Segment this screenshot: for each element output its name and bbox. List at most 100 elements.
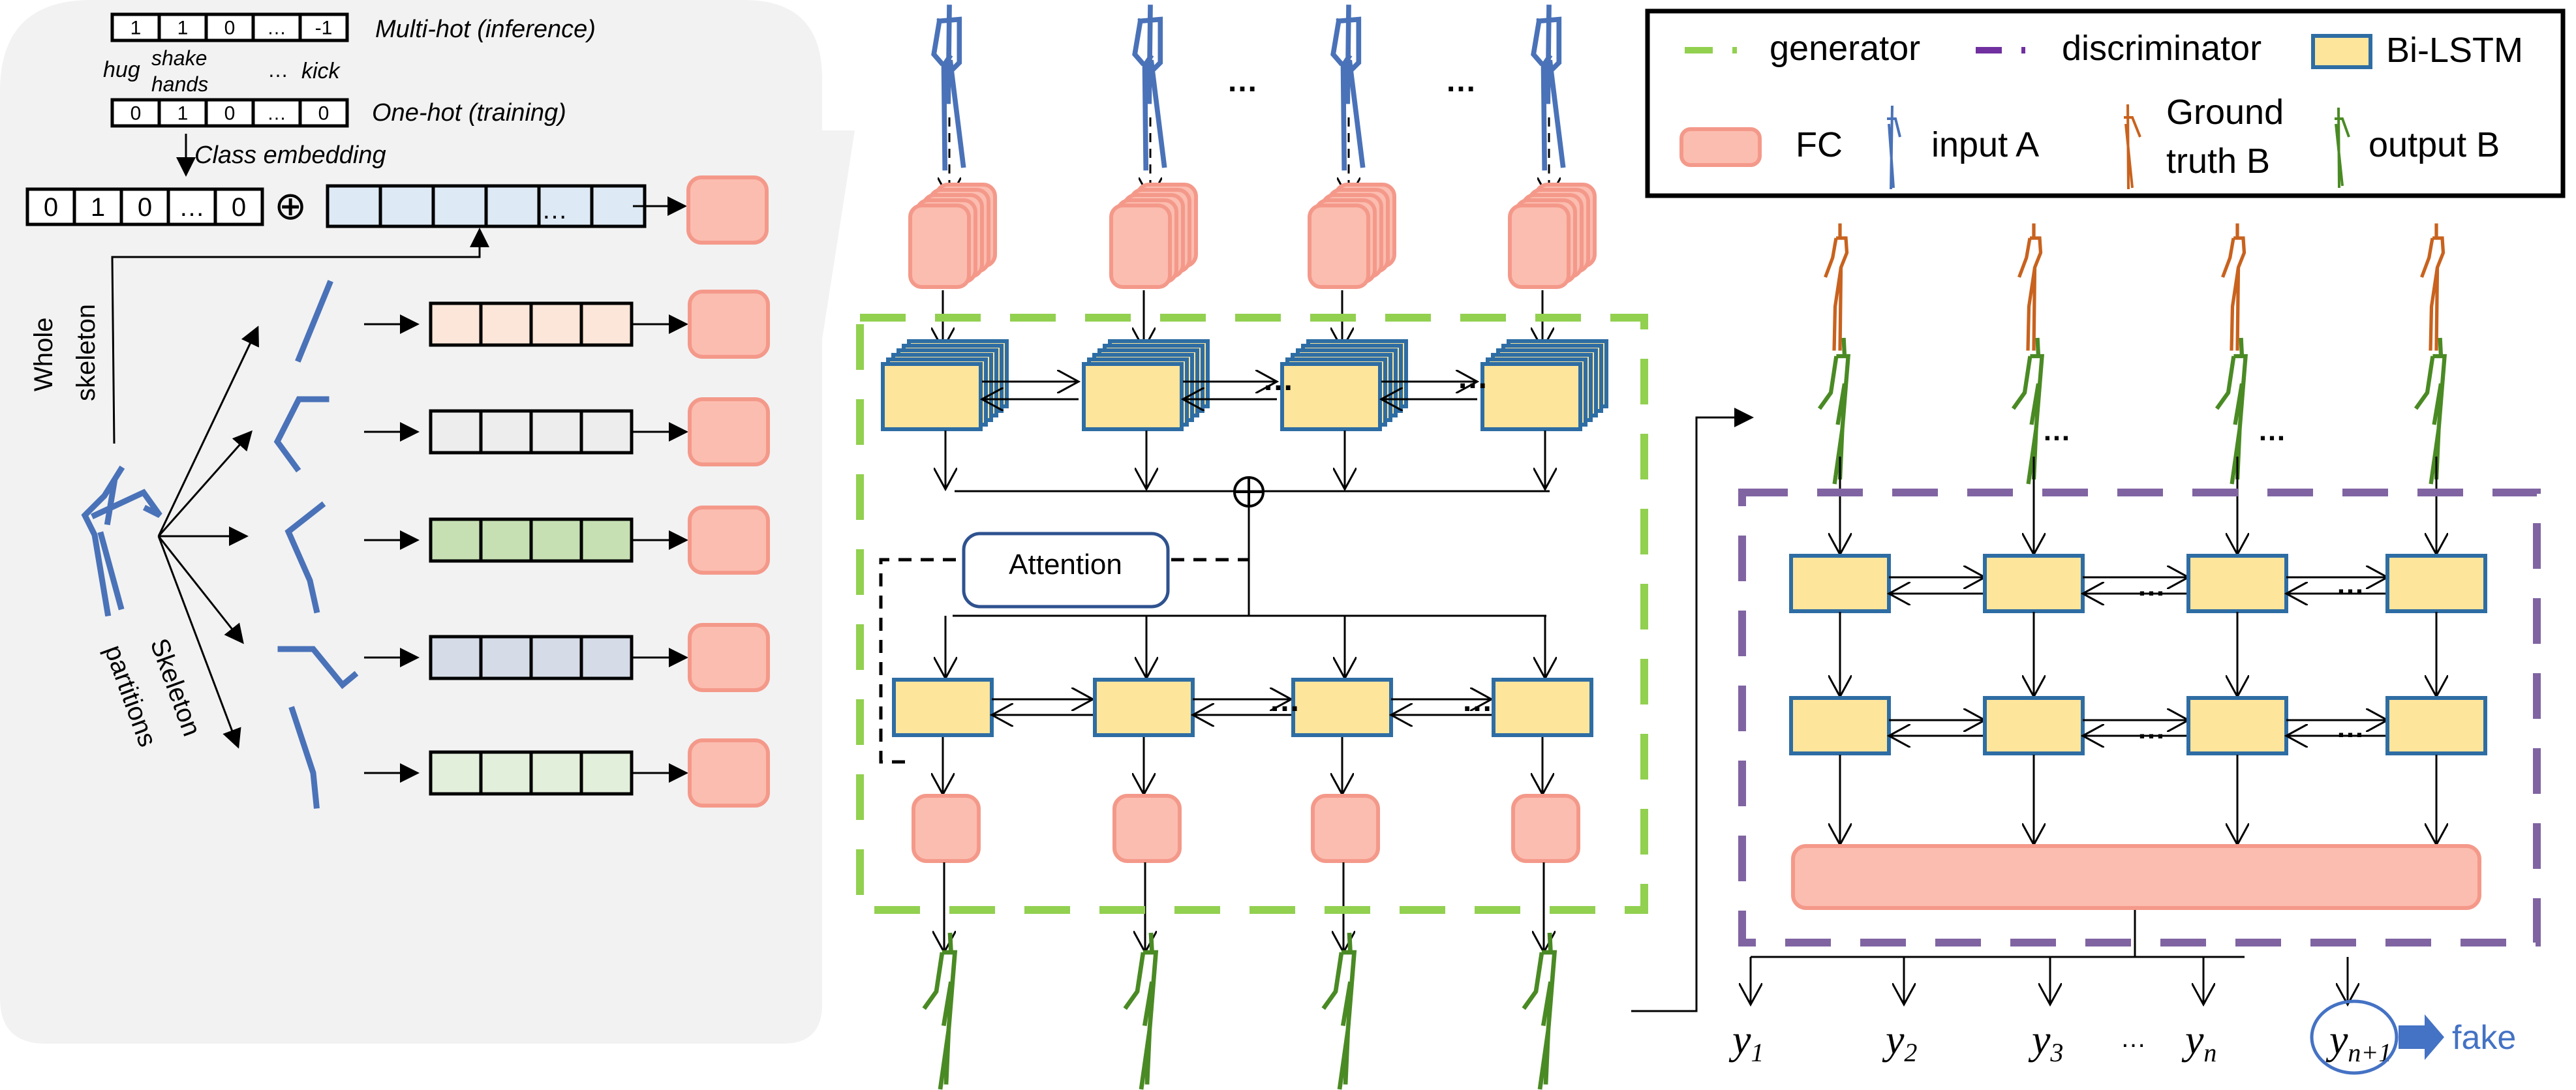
output-skeleton-3 bbox=[1323, 933, 1354, 1089]
input-skeleton-1 bbox=[934, 7, 963, 168]
embedded-cell-value: 0 bbox=[232, 193, 246, 222]
partition-fan-arrows bbox=[157, 325, 259, 749]
embedded-cell bbox=[166, 187, 217, 226]
ground-truth-skeleton-4 bbox=[2422, 224, 2444, 351]
whole-skeleton-route bbox=[111, 228, 489, 444]
output-label-n+1: yn+1 bbox=[2325, 1016, 2391, 1067]
multi-hot-cell-value: … bbox=[267, 18, 286, 39]
fc-block-partition bbox=[688, 738, 770, 808]
embedded-cell bbox=[213, 187, 264, 226]
fc-swatch bbox=[1679, 127, 1762, 167]
embedded-cell-value: 0 bbox=[138, 193, 152, 222]
whole-skeleton-vector bbox=[326, 184, 647, 228]
legend-input-a-label: input A bbox=[1931, 125, 2039, 164]
partition-vector-cell bbox=[579, 409, 634, 455]
partition-limbs bbox=[273, 280, 359, 809]
partition-vector-cell bbox=[579, 635, 634, 680]
sequence-dots: … bbox=[1227, 64, 1258, 98]
sequence-dots: … bbox=[2258, 415, 2286, 447]
multi-hot-cell-value: -1 bbox=[315, 18, 333, 39]
generator-to-discriminator-route bbox=[1631, 408, 1754, 1012]
partition-vector-cell bbox=[529, 409, 583, 455]
fc-block bbox=[1311, 794, 1380, 863]
one-hot-cell bbox=[157, 98, 208, 128]
generated-skeleton-2 bbox=[2014, 338, 2042, 484]
ground-truth-skeleton-icon bbox=[2124, 104, 2141, 190]
legend-ground-truth: Ground truth B bbox=[2124, 93, 2284, 190]
attention-skip-connection bbox=[879, 558, 956, 764]
fc-block-partition bbox=[688, 290, 770, 359]
class-kick: kick bbox=[301, 59, 341, 83]
output-skeleton-4 bbox=[1524, 933, 1554, 1089]
generator: ……………… bbox=[881, 7, 1608, 1089]
partition-vector-cell bbox=[479, 517, 533, 563]
legend-ground-truth-label-2: truth B bbox=[2166, 142, 2270, 181]
one-hot-cell bbox=[298, 98, 349, 128]
concat-symbol: ⊕ bbox=[274, 184, 307, 228]
ground-truth-skeleton-1 bbox=[1826, 224, 1847, 351]
partition-row bbox=[364, 506, 770, 575]
bilstm-cell-layer2 bbox=[1983, 696, 2085, 755]
bilstm-cell-layer2 bbox=[2385, 696, 2487, 755]
fc-block-partition bbox=[688, 506, 770, 575]
output-skeleton-2 bbox=[1125, 933, 1156, 1089]
whole-vector-cell bbox=[378, 184, 435, 228]
whole-vector-cell bbox=[326, 184, 382, 228]
fc-block-stacked bbox=[1109, 204, 1172, 289]
left-panel-background bbox=[0, 0, 855, 1044]
legend-output-b: output B bbox=[2335, 107, 2500, 189]
one-hot-cell-value: 0 bbox=[224, 103, 236, 125]
legend-ground-truth-label-1: Ground bbox=[2166, 93, 2284, 132]
partition-vector-cell bbox=[479, 750, 533, 796]
class-dots: … bbox=[268, 58, 288, 82]
discriminator: …………………… bbox=[1789, 98, 2487, 845]
partition-vector-cell bbox=[479, 301, 533, 347]
bilstm-cell-layer2 bbox=[2186, 696, 2288, 755]
bilstm-swatch bbox=[2311, 34, 2372, 69]
output-skeleton-icon bbox=[2335, 107, 2350, 189]
partition-row bbox=[364, 397, 770, 466]
bilstm-cell-layer1 bbox=[1983, 554, 2085, 613]
partition-row bbox=[364, 623, 770, 692]
multi-hot-cell bbox=[298, 12, 349, 42]
multi-hot-cell-value: 1 bbox=[177, 18, 189, 39]
sequence-dots: … bbox=[1457, 361, 1488, 395]
legend-bilstm: Bi-LSTM bbox=[2311, 31, 2523, 70]
bilstm-cell-layer1 bbox=[2186, 554, 2288, 613]
bilstm-cell-stacked bbox=[1480, 362, 1582, 431]
one-hot-cell bbox=[251, 98, 302, 128]
legend-box bbox=[1645, 8, 2566, 198]
sequence-dots: … bbox=[1462, 684, 1493, 718]
bilstm-cell-stacked bbox=[881, 362, 983, 431]
embedded-cell-value: 0 bbox=[44, 193, 58, 222]
fc-block bbox=[1112, 794, 1182, 863]
attention-block bbox=[962, 532, 1170, 609]
multi-hot-cell-value: 1 bbox=[130, 18, 142, 39]
fake-highlight-circle bbox=[2310, 999, 2399, 1075]
fc-block-stacked bbox=[1308, 204, 1370, 289]
partition-vector-cell bbox=[529, 750, 583, 796]
partition-vector-cell bbox=[579, 517, 634, 563]
bilstm-cell bbox=[1093, 678, 1195, 737]
embedded-cell-value: … bbox=[179, 193, 205, 222]
class-shake: shake bbox=[151, 46, 207, 70]
attention-label: Attention bbox=[1009, 549, 1122, 581]
fc-block-discriminator bbox=[1791, 844, 2481, 910]
sequence-dots: … bbox=[2336, 568, 2365, 600]
legend-bilstm-label: Bi-LSTM bbox=[2386, 31, 2523, 70]
bilstm-cell-layer1 bbox=[1789, 554, 1891, 613]
partition-vector-cell bbox=[479, 409, 533, 455]
sequence-dots: … bbox=[1263, 363, 1294, 397]
partition-vector-cell bbox=[529, 301, 583, 347]
whole-skeleton-label-1: Whole bbox=[29, 318, 58, 391]
legend-discriminator: discriminator bbox=[1976, 29, 2262, 68]
output-label-3: y3 bbox=[2028, 1016, 2063, 1067]
input-skeleton-icon bbox=[1887, 105, 1901, 190]
partition-row bbox=[364, 290, 770, 359]
fc-block bbox=[1511, 794, 1580, 863]
class-embedding-label: Class embedding bbox=[194, 142, 386, 169]
partition-vector-cell bbox=[429, 750, 483, 796]
bilstm-cell bbox=[1291, 678, 1393, 737]
fake-arrow-icon bbox=[2399, 1014, 2444, 1060]
